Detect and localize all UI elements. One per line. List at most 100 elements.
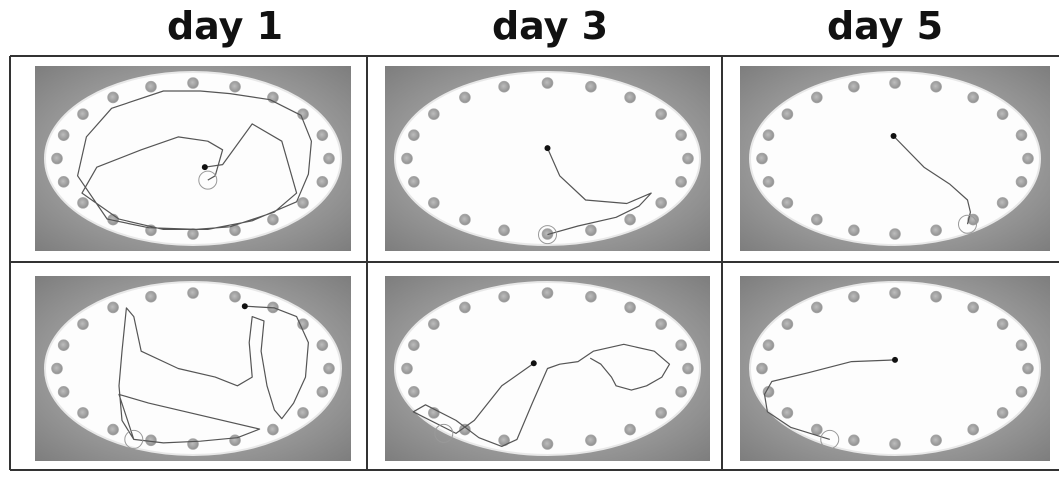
- maze-hole: [77, 108, 89, 120]
- column-header-day3: day 3: [491, 4, 609, 48]
- maze-hole: [401, 362, 413, 375]
- maze-hole: [811, 301, 823, 314]
- maze-hole: [624, 301, 636, 314]
- maze-hole: [408, 176, 420, 188]
- maze-hole: [498, 224, 510, 237]
- escape-hole-ring: [434, 423, 454, 443]
- escape-hole-ring: [958, 214, 977, 234]
- maze-hole: [267, 423, 279, 436]
- maze-hole: [408, 339, 420, 351]
- maze-hole: [408, 386, 420, 398]
- trajectory-path: [77, 90, 312, 230]
- maze-hole: [756, 152, 768, 165]
- maze-platform: [749, 71, 1041, 246]
- maze-hole: [316, 386, 329, 398]
- maze-hole: [145, 434, 157, 447]
- maze-hole: [811, 213, 823, 226]
- maze-hole: [967, 301, 979, 314]
- maze-hole: [889, 287, 901, 299]
- maze-hole: [655, 407, 667, 419]
- maze-hole: [297, 318, 309, 330]
- maze-hole: [624, 91, 636, 104]
- maze-hole: [428, 197, 440, 209]
- maze-hole: [996, 197, 1009, 209]
- maze-hole: [57, 386, 70, 398]
- maze-hole: [585, 224, 597, 237]
- maze-hole: [811, 423, 823, 436]
- maze-hole: [316, 176, 329, 188]
- maze-hole: [781, 108, 794, 120]
- maze-panel-r2-c3: [740, 276, 1050, 461]
- maze-hole: [428, 108, 440, 120]
- maze-platform: [44, 71, 342, 246]
- maze-hole: [930, 290, 942, 303]
- maze-panel-r2-c1: [35, 276, 351, 461]
- maze-hole: [229, 290, 241, 303]
- maze-hole: [682, 152, 694, 165]
- maze-hole: [930, 434, 942, 447]
- start-point: [201, 164, 208, 171]
- maze-hole: [675, 386, 687, 398]
- maze-platform: [749, 281, 1041, 456]
- maze-hole: [57, 176, 70, 188]
- maze-hole: [1015, 339, 1028, 351]
- maze-hole: [624, 213, 636, 226]
- maze-hole: [675, 176, 687, 188]
- maze-hole: [756, 362, 768, 375]
- maze-hole: [655, 197, 667, 209]
- maze-hole: [51, 362, 63, 375]
- start-point: [544, 145, 551, 152]
- maze-hole: [762, 129, 775, 141]
- maze-hole: [848, 434, 860, 447]
- maze-hole: [498, 290, 510, 303]
- start-point: [241, 303, 248, 310]
- maze-hole: [541, 77, 554, 89]
- maze-hole: [585, 80, 597, 93]
- start-point: [530, 360, 537, 367]
- start-point: [892, 356, 898, 363]
- maze-hole: [267, 213, 279, 226]
- escape-hole-ring: [124, 429, 144, 449]
- maze-hole: [967, 91, 979, 104]
- maze-hole: [187, 77, 199, 89]
- maze-hole: [541, 287, 554, 299]
- maze-hole: [996, 407, 1009, 419]
- maze-hole: [675, 339, 687, 351]
- maze-hole: [51, 152, 63, 165]
- maze-hole: [889, 77, 901, 89]
- maze-hole: [459, 423, 471, 436]
- maze-panel-r1-c1: [35, 66, 351, 251]
- maze-hole: [762, 339, 775, 351]
- maze-hole: [781, 407, 794, 419]
- maze-platform: [44, 281, 342, 456]
- trajectory-path: [546, 147, 652, 236]
- maze-hole: [1022, 362, 1034, 375]
- maze-hole: [401, 152, 413, 165]
- maze-hole: [682, 362, 694, 375]
- maze-hole: [498, 80, 510, 93]
- maze-hole: [675, 129, 687, 141]
- maze-hole: [848, 224, 860, 237]
- maze-hole: [585, 290, 597, 303]
- maze-hole: [408, 129, 420, 141]
- maze-hole: [889, 438, 901, 450]
- maze-hole: [811, 91, 823, 104]
- maze-hole: [655, 318, 667, 330]
- trajectory-path: [763, 359, 896, 440]
- maze-hole: [848, 290, 860, 303]
- escape-hole-ring: [198, 170, 218, 190]
- maze-hole: [1015, 176, 1028, 188]
- maze-hole: [145, 290, 157, 303]
- maze-panel-r1-c2: [385, 66, 710, 251]
- escape-hole-ring: [820, 429, 840, 449]
- column-header-day5: day 5: [826, 4, 944, 48]
- maze-hole: [655, 108, 667, 120]
- maze-hole: [996, 318, 1009, 330]
- maze-hole: [297, 197, 309, 209]
- maze-panel-r1-c3: [740, 66, 1050, 251]
- maze-hole: [459, 301, 471, 314]
- maze-hole: [57, 129, 70, 141]
- maze-hole: [1015, 386, 1028, 398]
- maze-hole: [229, 80, 241, 93]
- maze-hole: [459, 213, 471, 226]
